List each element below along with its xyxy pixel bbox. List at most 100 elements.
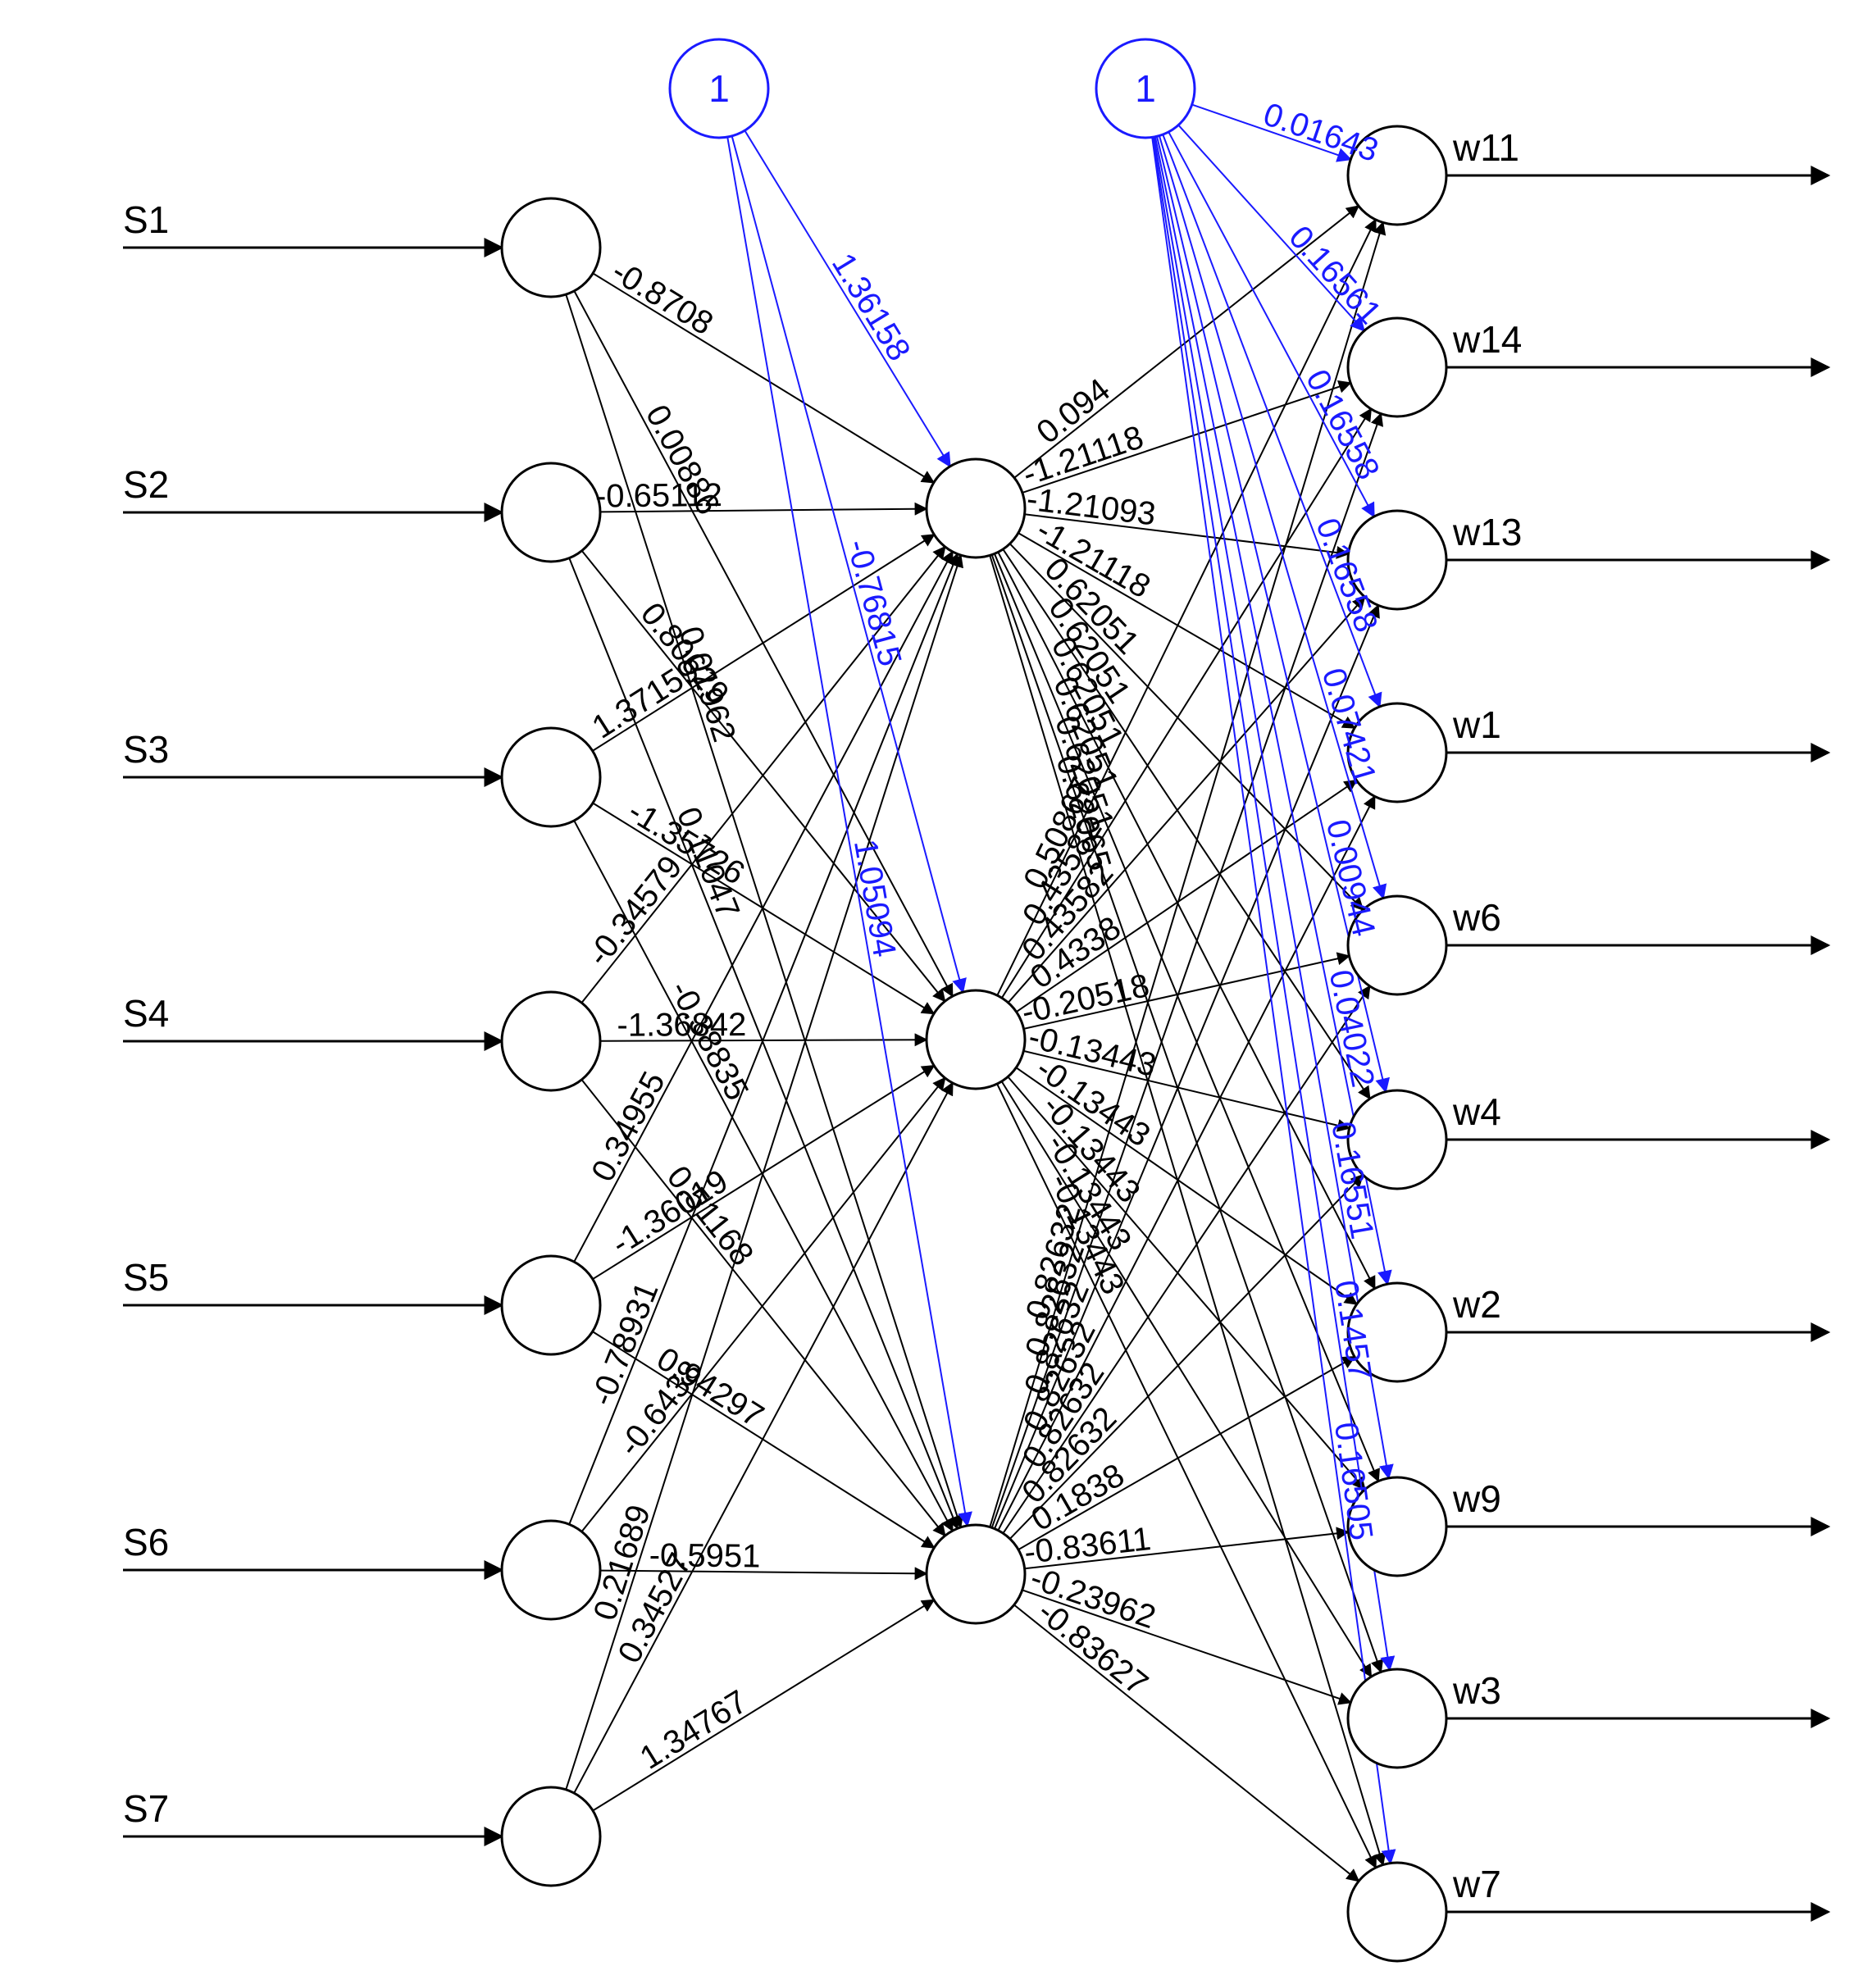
bias-node-1 <box>668 38 770 139</box>
weight-label-s4-h2: -1.36842 <box>617 1007 746 1044</box>
input-node-s3 <box>500 726 602 828</box>
edge-h3-w1 <box>997 794 1376 1531</box>
output-node-w6 <box>1346 894 1448 996</box>
edge-h1-w9 <box>994 553 1380 1483</box>
output-label-w1: w1 <box>1452 703 1501 746</box>
bias-weight-label-w14: 0.16561 <box>1282 219 1388 331</box>
bias-weight-label-w7: 0.16505 <box>1327 1420 1379 1542</box>
edge-h1-w7 <box>989 555 1387 1867</box>
edge-h1-w1 <box>1018 532 1356 729</box>
input-node-s1 <box>500 197 602 298</box>
bias-edge-w6 <box>1158 135 1387 900</box>
input-label-s7: S7 <box>123 1787 169 1830</box>
output-label-w4: w4 <box>1452 1090 1501 1133</box>
edge-h3-w7 <box>1013 1604 1360 1882</box>
output-label-w13: w13 <box>1452 511 1522 553</box>
bias-weight-label-h1: 1.36158 <box>825 247 918 366</box>
hidden-node-3 <box>925 1523 1027 1625</box>
edge-h1-w11 <box>1013 205 1360 479</box>
weight-label-s3-h1: 1.37159 <box>586 652 706 746</box>
bias-edge-w4 <box>1156 136 1391 1094</box>
output-label-w2: w2 <box>1452 1283 1501 1326</box>
edge-h1-w3 <box>990 554 1384 1673</box>
edge-h3-w3 <box>1022 1589 1352 1705</box>
edge-s6-h2 <box>581 1076 946 1532</box>
bias-edge-h2 <box>731 135 967 994</box>
edge-h1-w13 <box>1024 513 1350 559</box>
bias-edge-w13 <box>1168 131 1375 518</box>
edge-h3-w13 <box>994 603 1380 1529</box>
output-node-w14 <box>1346 316 1448 418</box>
edge-h3-w14 <box>990 412 1384 1528</box>
edges-layer <box>565 103 1396 1882</box>
edge-s4-h3 <box>581 1079 946 1537</box>
bias-edge-w11 <box>1191 103 1352 162</box>
bias-node-2 <box>1095 38 1196 139</box>
bias-node-label-2: 1 <box>1135 67 1156 110</box>
edge-h2-w11 <box>996 218 1377 996</box>
edge-h2-w3 <box>1000 1081 1373 1678</box>
edge-h2-w6 <box>1023 952 1351 1030</box>
edge-h1-w6 <box>1009 543 1364 911</box>
input-node-s6 <box>500 1519 602 1621</box>
edge-s2-h1 <box>599 502 928 516</box>
output-label-w3: w3 <box>1452 1669 1501 1712</box>
output-label-w9: w9 <box>1452 1477 1501 1520</box>
bias-edge-w2 <box>1154 136 1392 1286</box>
output-label-w11: w11 <box>1452 126 1519 169</box>
edge-h2-w4 <box>1023 1049 1351 1132</box>
bias-edge-w1 <box>1162 134 1382 708</box>
output-node-w4 <box>1346 1089 1448 1190</box>
bias-weight-label-w11: 0.01643 <box>1259 96 1382 169</box>
output-node-w7 <box>1346 1861 1448 1963</box>
output-node-w2 <box>1346 1281 1448 1383</box>
edge-s1-h3 <box>565 294 963 1529</box>
nodes-layer <box>500 38 1448 1963</box>
edge-h3-w6 <box>1002 985 1371 1534</box>
input-label-s1: S1 <box>123 198 169 241</box>
edge-h2-w7 <box>996 1083 1377 1869</box>
bias-node-label-1: 1 <box>708 67 730 110</box>
input-node-s7 <box>500 1786 602 1887</box>
input-node-s2 <box>500 462 602 563</box>
edge-h2-w9 <box>1007 1076 1366 1490</box>
edge-h1-w14 <box>1022 380 1352 494</box>
edge-s6-h1 <box>568 553 959 1525</box>
edge-s5-h1 <box>573 550 954 1263</box>
edge-h3-w2 <box>1018 1355 1356 1551</box>
input-label-s5: S5 <box>123 1256 169 1299</box>
edge-h3-w9 <box>1024 1527 1350 1570</box>
edge-s7-h3 <box>592 1599 936 1812</box>
input-label-s2: S2 <box>123 463 169 506</box>
hidden-node-1 <box>925 457 1027 559</box>
edge-h2-w13 <box>1007 595 1366 1003</box>
output-node-w11 <box>1346 125 1448 226</box>
input-label-s6: S6 <box>123 1521 169 1563</box>
input-label-s3: S3 <box>123 728 169 771</box>
input-node-s4 <box>500 990 602 1092</box>
bias-edge-w14 <box>1177 124 1365 332</box>
bias-weight-label-h3: 1.05094 <box>847 837 903 960</box>
edge-s7-h1 <box>565 553 963 1791</box>
bias-edge-w7 <box>1151 137 1396 1865</box>
edge-s4-h1 <box>581 545 946 1003</box>
weight-label-s4-h1: -0.34579 <box>581 849 690 973</box>
edge-s2-h3 <box>568 557 959 1530</box>
output-label-w6: w6 <box>1452 896 1501 939</box>
io-lines-layer <box>123 166 1831 1922</box>
input-node-s5 <box>500 1254 602 1356</box>
edge-h2-w14 <box>1001 407 1372 999</box>
hidden-node-2 <box>925 989 1027 1090</box>
bias-weight-label-h2: -0.76815 <box>840 535 908 670</box>
bias-edge-h3 <box>726 136 972 1527</box>
edge-s3-h1 <box>592 534 936 752</box>
bias-weight-label-w4: 0.00944 <box>1319 816 1382 940</box>
bias-edge-h1 <box>744 130 951 468</box>
weight-label-s2-h1: -0.65112 <box>595 477 722 514</box>
input-label-s4: S4 <box>123 992 169 1035</box>
weight-label-s1-h1: -0.8708 <box>606 253 720 342</box>
output-node-w13 <box>1346 509 1448 611</box>
edge-h2-w2 <box>1015 1067 1359 1305</box>
edge-s7-h2 <box>573 1081 954 1794</box>
